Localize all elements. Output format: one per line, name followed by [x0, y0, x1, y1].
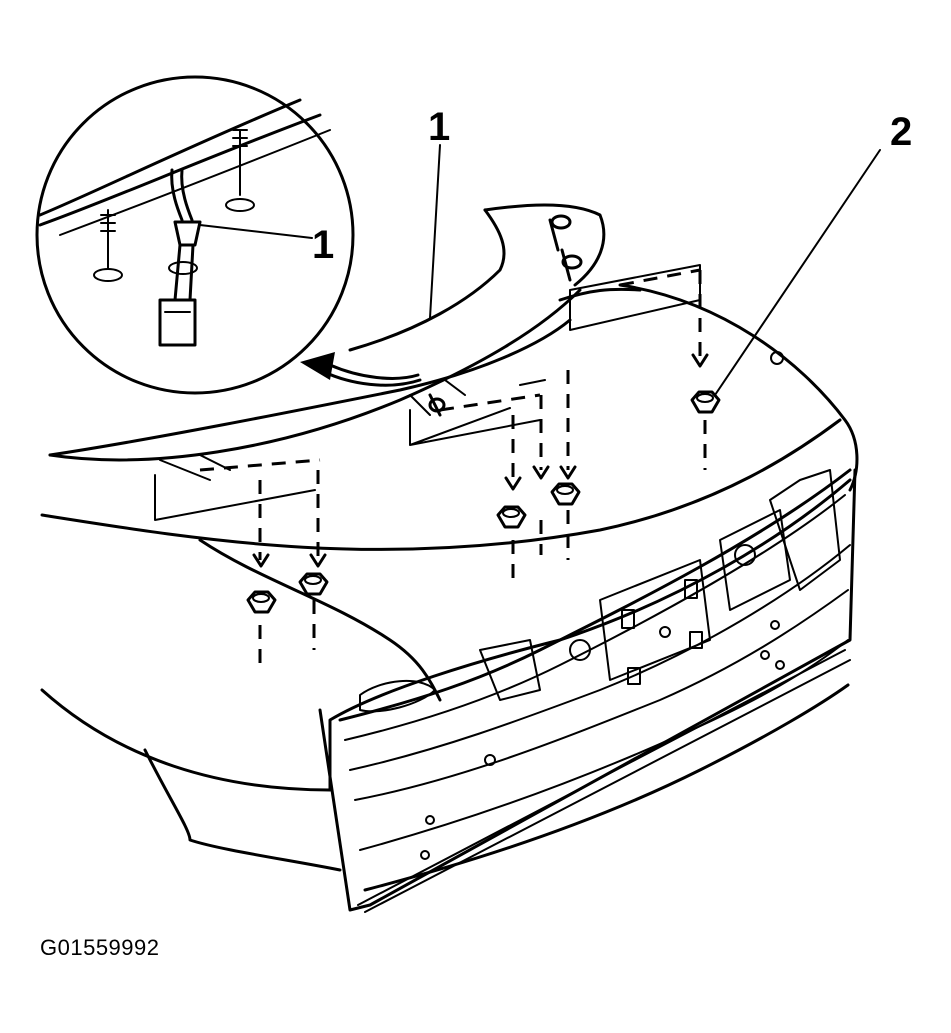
rear-bumper — [40, 478, 852, 872]
spoiler-nuts — [246, 390, 721, 614]
callout-detail-1: 1 — [312, 223, 334, 267]
decklid-body — [40, 283, 859, 702]
stud-leader-lines — [154, 264, 701, 521]
rear-spoiler — [48, 203, 606, 481]
dashed-install-lines — [199, 268, 707, 670]
callout-leaders — [199, 144, 881, 396]
callout-nut-2: 2 — [890, 110, 912, 154]
figure-id: G01559992 — [40, 935, 160, 960]
direction-arrowheads — [252, 353, 709, 568]
detail-inset — [35, 75, 355, 395]
rear-panel — [318, 468, 857, 913]
callout-spoiler-1: 1 — [428, 105, 450, 149]
removal-arrow — [300, 352, 422, 387]
